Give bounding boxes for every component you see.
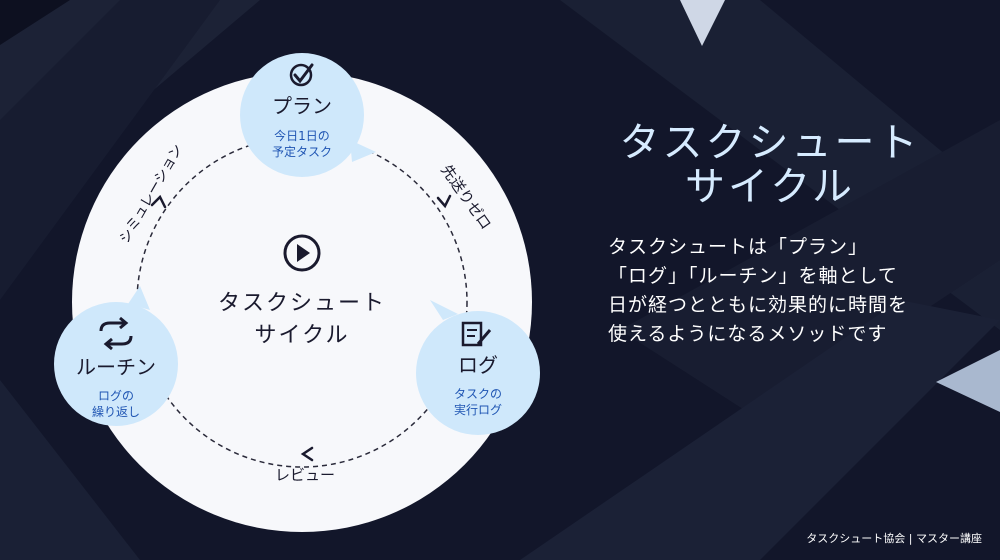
slide-title-line: サイクル (685, 164, 855, 210)
node-routine-bubble (54, 302, 178, 426)
node-routine: ルーチン ログの 繰り返し (54, 286, 178, 426)
description-line: タスクシュートは「プラン」 (608, 236, 869, 258)
arrow-log-to-routine (300, 446, 314, 462)
description-line: 使えるようになるメソッドです (608, 323, 888, 345)
node-routine-sub-line: 繰り返し (92, 405, 140, 419)
cycle-disc (72, 72, 532, 532)
center-hub: タスクシュート サイクル (218, 234, 386, 348)
node-log-bubble (416, 311, 540, 435)
triangle-accent-top (680, 0, 725, 46)
play-icon (283, 234, 321, 272)
description-line: 日が経つとともに効果的に時間を (608, 294, 909, 316)
node-plan-sub-line: 今日1日の (274, 128, 330, 143)
node-plan: プラン 今日1日の 予定タスク (240, 53, 376, 177)
node-plan-title: プラン (272, 94, 332, 118)
triangle-accent-right (936, 350, 1000, 412)
description-line: 「ログ」「ルーチン」を軸として (608, 265, 898, 287)
node-routine-title: ルーチン (76, 355, 156, 379)
arrow-routine-to-plan (150, 194, 167, 209)
check-circle-icon (289, 63, 314, 87)
node-log: ログ タスクの 実行ログ (416, 300, 540, 435)
node-plan-bubble (240, 53, 364, 177)
repeat-arrows-icon (99, 316, 133, 351)
slide-title-line: タスクシュート (619, 120, 921, 166)
center-title-line: サイクル (255, 323, 350, 348)
node-log-sub-line: 実行ログ (454, 402, 502, 417)
center-title-line: タスクシュート (218, 291, 386, 316)
arrow-plan-to-log (436, 194, 452, 209)
footer-credit: タスクシュート協会 | マスター講座 (806, 532, 982, 545)
node-log-title: ログ (458, 353, 498, 377)
arrow-label-log-to-routine: レビュー (275, 466, 335, 484)
node-routine-sub-line: ログの (98, 389, 134, 403)
node-plan-sub-line: 予定タスク (272, 144, 332, 159)
notepad-pencil-icon (461, 321, 492, 347)
node-log-sub-line: タスクの (454, 387, 502, 401)
